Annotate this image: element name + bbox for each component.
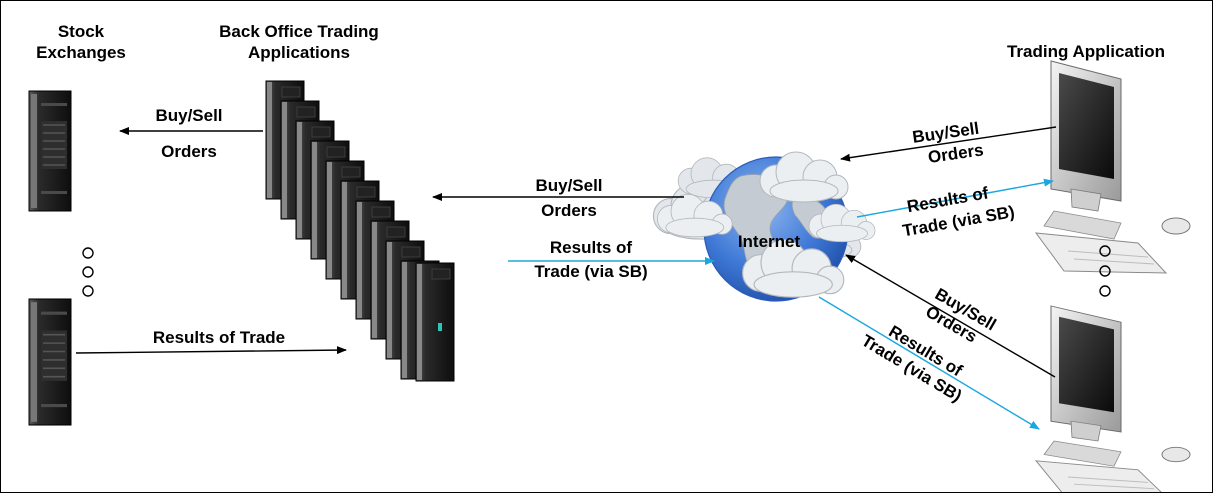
bottom-client-results-arrow (818, 296, 1040, 430)
vertical-ellipsis-icon (1099, 245, 1111, 297)
globe-cloud-icon: Internet (652, 151, 876, 302)
exchange-orders-label-line2: Orders (161, 142, 217, 161)
internet-label: Internet (738, 232, 801, 251)
back-office-title: Back Office Trading (219, 22, 379, 41)
bottom-client-orders-arrow (845, 254, 1056, 378)
internet-orders-label: Buy/Sell (535, 176, 602, 195)
desktop-computer-icon (1035, 60, 1191, 274)
internet-orders-label-line2: Orders (541, 201, 597, 220)
exchange-orders-label: Buy/Sell (155, 106, 222, 125)
trading-application-title: Trading Application (1007, 42, 1165, 61)
tower-server-icon (28, 90, 72, 212)
desktop-computer-icon (1035, 305, 1191, 492)
top-client-results-arrow (856, 178, 1054, 218)
stock-exchanges-title: Stock (58, 22, 105, 41)
server-rack-icon (265, 80, 455, 382)
results-of-trade-label: Results of Trade (153, 328, 285, 347)
top-client-orders-arrow (840, 126, 1057, 162)
back-office-title-line2: Applications (248, 43, 350, 62)
stock-exchanges-title-line2: Exchanges (36, 43, 126, 62)
vertical-ellipsis-icon (82, 247, 94, 297)
tower-server-icon (28, 298, 72, 426)
results-of-trade-arrow (75, 346, 347, 355)
internet-results-label: Results of (550, 238, 633, 257)
internet-results-label-line2: Trade (via SB) (534, 262, 647, 281)
